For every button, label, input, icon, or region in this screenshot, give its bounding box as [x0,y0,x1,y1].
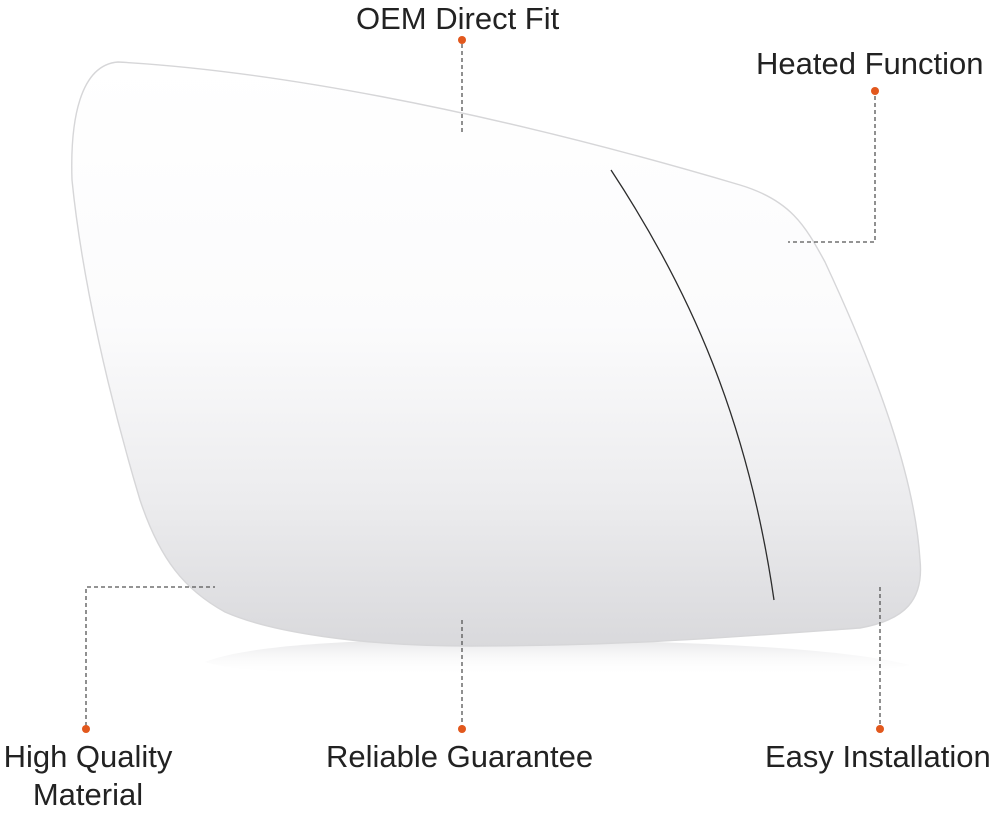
feature-label-heated-function: Heated Function [756,46,984,81]
marker-dot-high-quality [82,725,90,733]
marker-dot-oem [458,36,466,44]
feature-label-easy-installation: Easy Installation [765,739,991,774]
feature-label-reliable-guarantee: Reliable Guarantee [326,739,594,774]
marker-dot-heated [871,87,879,95]
feature-label-oem-direct-fit: OEM Direct Fit [356,1,560,36]
feature-label-line-2: Material [32,777,144,812]
heating-element-line [610,169,775,601]
mirror-reflection [205,639,910,676]
feature-label-line-1: High Quality [3,739,173,774]
mirror-glass [71,61,922,647]
leader-high-quality-material [85,586,215,726]
marker-dot-reliable [458,725,466,733]
feature-label-high-quality-material: High Quality Material [0,738,176,814]
marker-dot-easy [876,725,884,733]
leader-heated-function [788,96,876,243]
